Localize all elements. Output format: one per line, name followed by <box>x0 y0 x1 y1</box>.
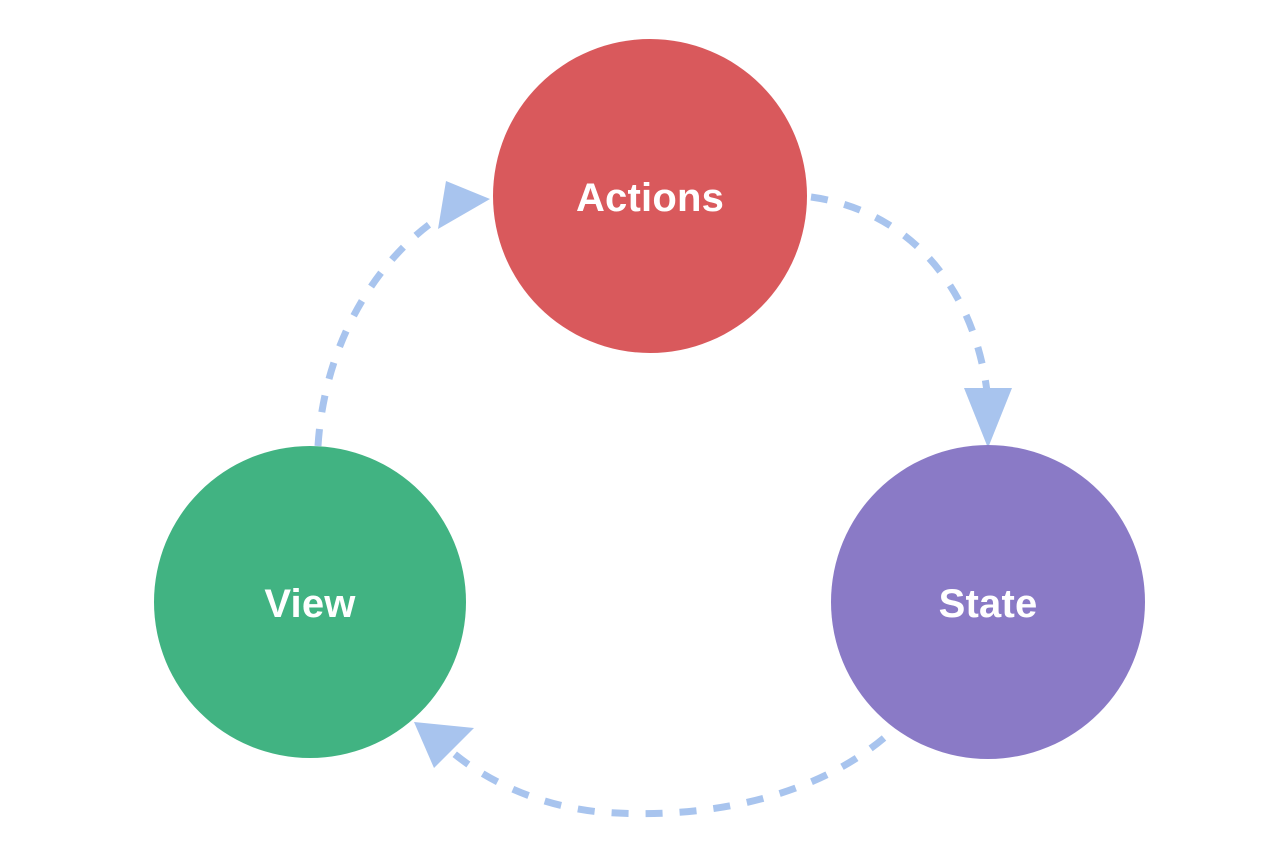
node-actions-label: Actions <box>576 176 724 220</box>
node-actions[interactable]: Actions <box>493 39 807 353</box>
edge-state-to-view-path <box>449 735 887 818</box>
edge-view-to-actions[interactable] <box>314 181 490 447</box>
arrowhead-into-view-icon <box>414 722 474 768</box>
node-actions-circle <box>493 39 807 353</box>
node-state-circle <box>831 445 1145 759</box>
node-state[interactable]: State <box>831 445 1145 759</box>
arrowhead-into-state-icon <box>964 388 1012 448</box>
node-view-circle <box>154 446 466 758</box>
edge-actions-to-state-path <box>810 193 992 401</box>
connector-group <box>314 181 1012 818</box>
edge-actions-to-state[interactable] <box>810 193 1012 448</box>
node-state-label: State <box>939 582 1038 626</box>
edge-view-to-actions-path <box>314 210 448 447</box>
arrowhead-into-actions-icon <box>438 181 490 229</box>
node-view[interactable]: View <box>154 446 466 758</box>
node-view-label: View <box>264 582 356 626</box>
edge-state-to-view[interactable] <box>414 722 887 818</box>
